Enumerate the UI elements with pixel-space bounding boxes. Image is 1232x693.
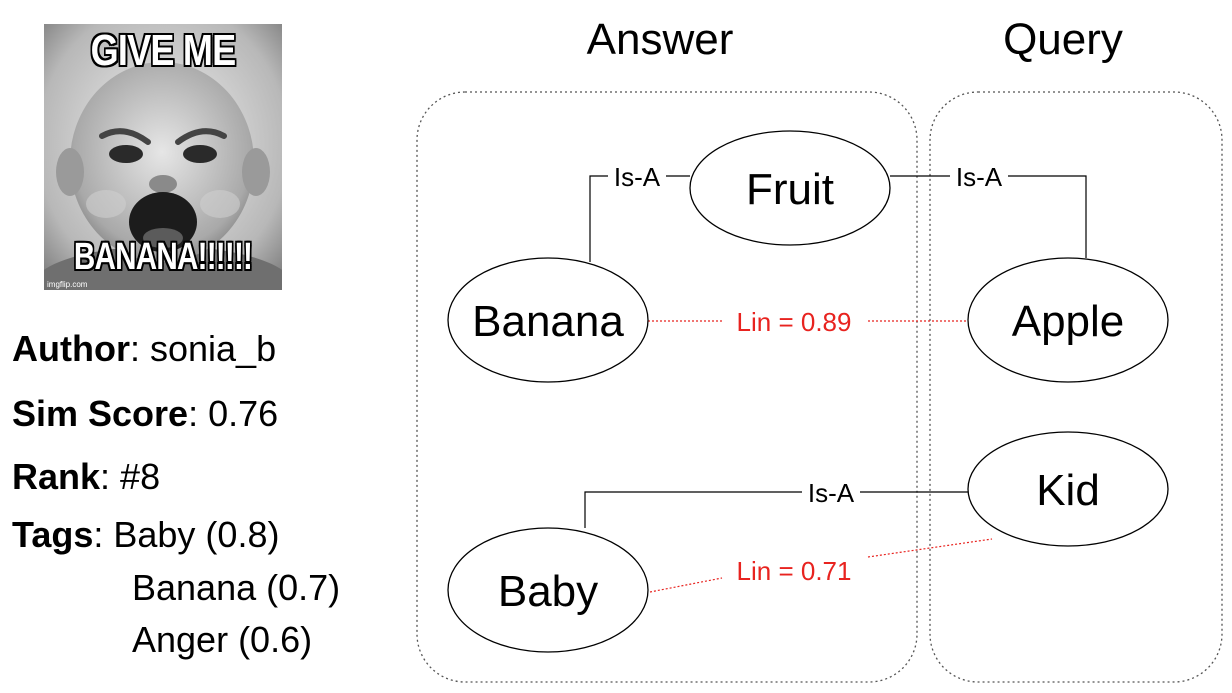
node-baby-label: Baby — [498, 567, 598, 616]
meme-image: GIVE ME BANANA!!!!!! imgflip.com — [44, 24, 282, 290]
edge-label-baby-kid: Is-A — [808, 478, 855, 508]
node-apple — [967, 257, 1169, 383]
author-value: sonia_b — [149, 328, 277, 369]
author-colon: : — [129, 328, 150, 369]
meme-bottom-caption: BANANA!!!!!! — [73, 236, 253, 278]
sim-score-value: 0.76 — [208, 393, 279, 434]
tags-label: Tags — [12, 514, 94, 555]
tags-colon: : — [93, 514, 114, 555]
node-apple-label: Apple — [1012, 297, 1125, 346]
tag-item: Banana (0.7) — [132, 567, 341, 608]
tag-item: Baby (0.8) — [113, 514, 280, 555]
sim-score-colon: : — [188, 393, 209, 434]
rank-colon: : — [100, 456, 121, 497]
edge-label-banana-fruit: Is-A — [614, 162, 661, 192]
edge-fruit-apple-tail — [1008, 175, 1087, 258]
query-group-title: Query — [1003, 15, 1123, 64]
answer-group-title: Answer — [587, 15, 734, 64]
sim-score-label: Sim Score — [12, 393, 189, 434]
similarity-label-banana-apple: Lin = 0.89 — [737, 307, 852, 337]
rank-value: #8 — [120, 456, 161, 497]
similarity-link-baby-kid — [649, 577, 723, 593]
node-banana-label: Banana — [472, 297, 624, 346]
tag-item: Anger (0.6) — [132, 619, 313, 660]
edge-banana-fruit — [589, 175, 608, 262]
author-label: Author — [12, 328, 130, 369]
edge-baby-kid — [584, 491, 802, 528]
similarity-label-baby-kid: Lin = 0.71 — [737, 556, 852, 586]
similarity-link-baby-kid-tail — [867, 538, 993, 558]
meme-watermark: imgflip.com — [47, 280, 88, 289]
node-kid — [967, 431, 1169, 547]
sim-score-line: Sim Score: 0.76 — [12, 393, 278, 435]
node-kid-label: Kid — [1036, 466, 1100, 515]
author-line: Author: sonia_b — [12, 328, 276, 370]
node-fruit-label: Fruit — [746, 165, 834, 214]
node-banana — [447, 257, 649, 383]
rank-label: Rank — [12, 456, 101, 497]
node-baby — [447, 527, 649, 653]
node-fruit — [689, 130, 891, 246]
edge-label-fruit-apple: Is-A — [956, 162, 1003, 192]
rank-line: Rank: #8 — [12, 456, 160, 498]
baby-photo — [44, 24, 282, 290]
meme-top-caption: GIVE ME — [90, 26, 236, 75]
answer-group-box — [416, 91, 918, 683]
tags-line: Tags: Baby (0.8) — [12, 514, 279, 556]
